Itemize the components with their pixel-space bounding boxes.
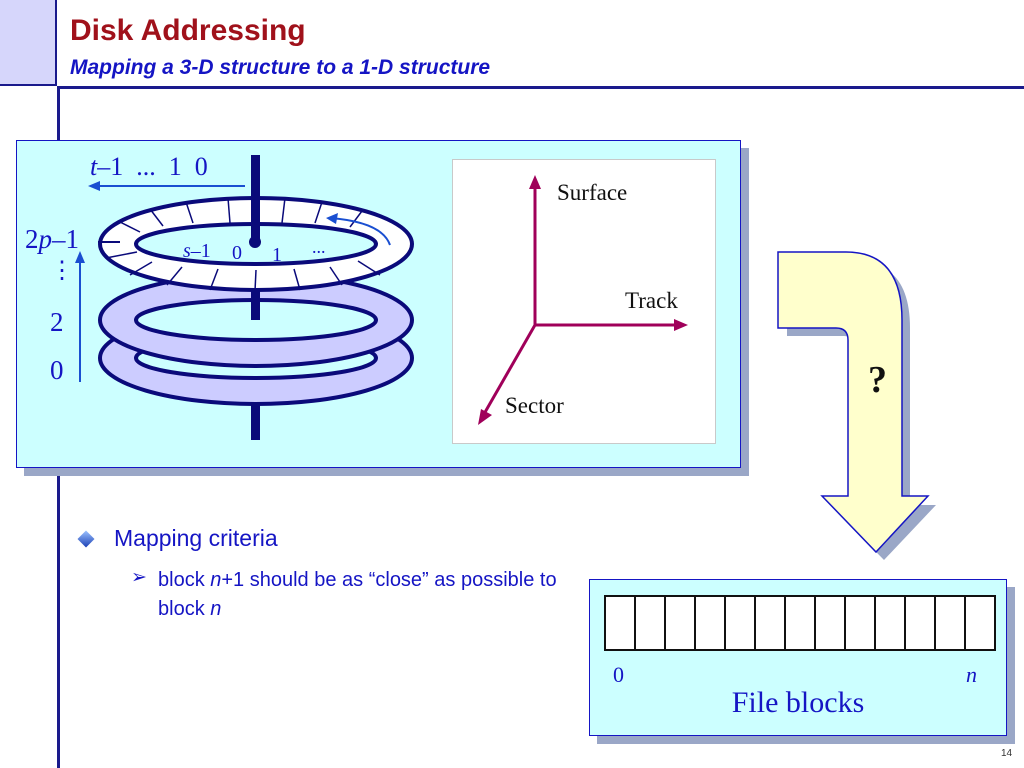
bullet-mapping-criteria: Mapping criteria [114, 525, 278, 551]
sector-arc-arrow [329, 217, 391, 246]
sector-label-one: 1 [272, 244, 282, 266]
spindle-mid [251, 290, 260, 320]
spindle-dot [249, 236, 261, 248]
file-block [876, 597, 906, 649]
surface-label-zero: 0 [50, 355, 64, 385]
surface-ellipsis: ⋮ [50, 258, 74, 284]
file-block [846, 597, 876, 649]
track-index-label: t–1 ... 1 0 [90, 152, 208, 181]
first-block-label: 0 [613, 662, 624, 687]
arrow-bullet-icon: ➢ [131, 567, 147, 588]
file-block [756, 597, 786, 649]
file-block [726, 597, 756, 649]
file-block [606, 597, 636, 649]
axes-panel [452, 159, 716, 444]
sector-divisions [105, 197, 381, 292]
file-block [966, 597, 994, 649]
surface-label-two: 2 [50, 307, 64, 337]
header-rule [57, 86, 1024, 89]
file-block-strip [604, 595, 996, 651]
slide-title: Disk Addressing [70, 14, 306, 47]
surface-max-label: 2p–1 [25, 224, 79, 254]
bullet-diamond-icon [77, 530, 95, 548]
file-block [636, 597, 666, 649]
sub-bullet-text: block n+1 should be as “close” as possib… [158, 569, 557, 620]
sector-label-dots: ... [312, 237, 326, 257]
file-block [786, 597, 816, 649]
page-number: 14 [1001, 748, 1013, 759]
axes-diagram [478, 175, 688, 425]
file-block [666, 597, 696, 649]
sector-axis-label: Sector [505, 393, 564, 418]
surface-axis-label: Surface [557, 180, 628, 205]
file-block [906, 597, 936, 649]
slide-subtitle: Mapping a 3-D structure to a 1-D structu… [70, 56, 491, 79]
file-block [936, 597, 966, 649]
corner-decoration [0, 0, 57, 86]
track-axis-label: Track [625, 288, 678, 313]
sector-max-label: s–1 [183, 240, 211, 262]
last-block-label: n [966, 662, 977, 687]
mapping-arrow [777, 251, 936, 560]
sector-label-zero: 0 [232, 242, 242, 264]
disk-diagram [75, 155, 414, 440]
file-blocks-caption: File blocks [731, 686, 865, 719]
sector-axis [482, 324, 537, 415]
question-mark: ? [868, 359, 887, 401]
file-block [816, 597, 846, 649]
file-block [696, 597, 726, 649]
